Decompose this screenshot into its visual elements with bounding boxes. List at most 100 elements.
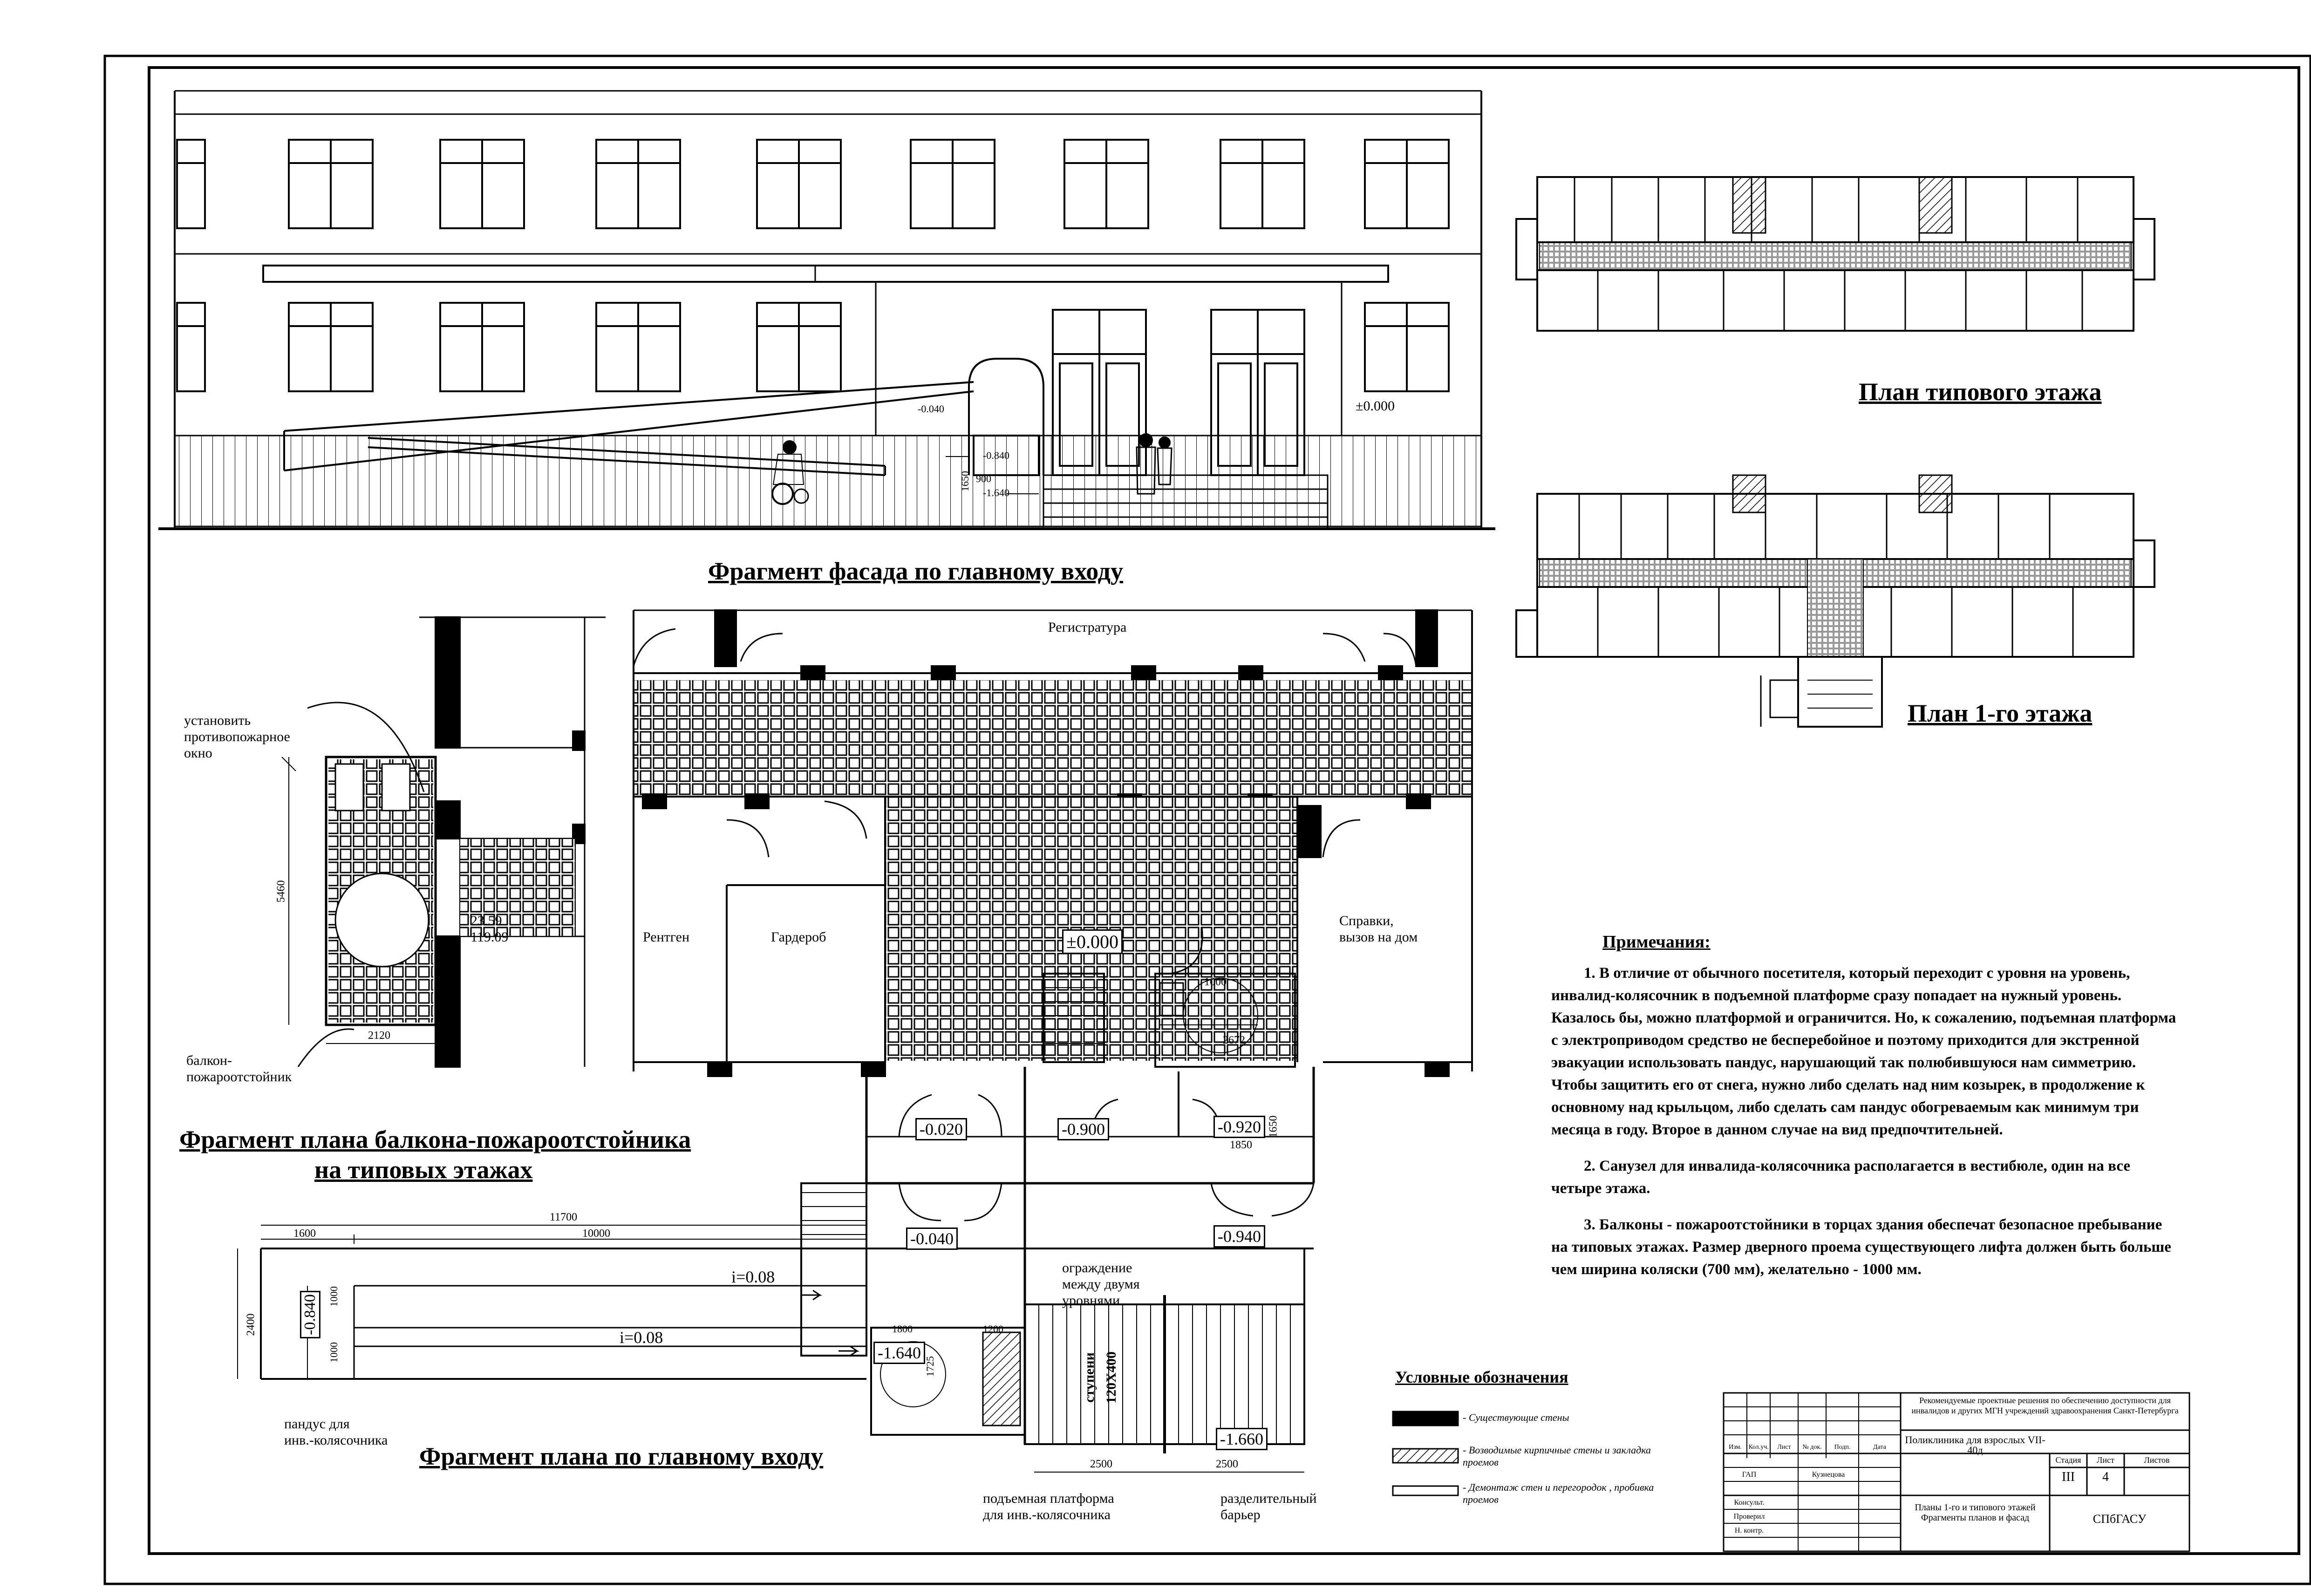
room-info-2: вызов на дом <box>1339 929 1418 945</box>
lift-label-1: подъемная платформа <box>983 1491 1114 1506</box>
mark-m940: -0.940 <box>1213 1225 1265 1248</box>
balcony-label-fire-window-1: установить <box>184 713 251 728</box>
dim-1000a: 1000 <box>328 1286 340 1307</box>
dim-2500a: 2500 <box>1090 1458 1112 1470</box>
tb-gap-name: Кузнецова <box>1812 1471 1845 1479</box>
dim-11700: 11700 <box>550 1211 578 1223</box>
title-facade: Фрагмент фасада по главному входу <box>708 557 1123 585</box>
facade-mark-m1: -0.840 <box>983 450 1009 461</box>
fence-label-1: ограждение <box>1062 1260 1132 1275</box>
tb-col-2: Кол.уч. <box>1748 1444 1769 1451</box>
balcony-dim-5460: 5460 <box>275 880 287 903</box>
facade-mark-d900: 900 <box>976 473 991 484</box>
balcony-label-1: балкон- <box>186 1053 232 1068</box>
balcony-label-fire-window-3: окно <box>184 745 212 761</box>
title-entrance: Фрагмент плана по главному входу <box>419 1442 824 1470</box>
balcony-mark-2: 119.09 <box>470 929 509 945</box>
fence-label-3: уровнями <box>1062 1293 1120 1308</box>
note-3: 3. Балконы - пожароотстойники в торцах з… <box>1551 1216 2171 1278</box>
facade-mark-m2: -1.640 <box>983 487 1009 498</box>
dim-1000b: 1000 <box>328 1342 340 1363</box>
room-xray: Рентген <box>643 929 690 945</box>
tb-sheet-h: Лист <box>2097 1455 2114 1465</box>
tb-project: Поликлиника для взрослых VII-40д <box>1905 1434 2045 1456</box>
first-floor-plan <box>1515 474 2155 728</box>
title-block <box>1723 1392 2190 1552</box>
tb-stage-h: Стадия <box>2055 1455 2081 1465</box>
balcony-label-2: пожароотстойник <box>186 1069 292 1084</box>
facade-mark-d1650: 1650 <box>959 471 971 491</box>
dim-1200: 1200 <box>983 1323 1003 1335</box>
mark-m040: -0.040 <box>906 1228 958 1250</box>
ramp-label-2: инв.-колясочника <box>284 1432 388 1448</box>
tb-col-6: Дата <box>1873 1444 1886 1451</box>
dim-1600: 1600 <box>293 1228 316 1240</box>
legend-item-3: - Демонтаж стен и перегородок , пробивка… <box>1463 1481 1654 1505</box>
balcony-label-fire-window-2: противопожарное <box>184 729 290 744</box>
steps-label-2: 120Х400 <box>1103 1351 1119 1404</box>
tb-role-1: ГАП <box>1742 1471 1757 1479</box>
outer-frame <box>103 55 2311 1585</box>
tb-role-2: Консульт. <box>1734 1499 1765 1507</box>
ramp-label-1: пандус для <box>284 1416 350 1432</box>
mark-m920: -0.920 <box>1213 1116 1265 1138</box>
title-balcony-1: Фрагмент плана балкона-пожароотстойника <box>179 1125 691 1153</box>
dim-1800: 1800 <box>892 1323 913 1335</box>
slope-1: i=0.08 <box>731 1268 775 1286</box>
facade-steps <box>1043 474 1329 530</box>
dim-1725: 1725 <box>924 1356 936 1377</box>
tb-role-3: Проверил <box>1733 1513 1765 1521</box>
dim-1850: 1850 <box>1230 1139 1252 1151</box>
legend-title: Условные обозначения <box>1395 1368 1568 1386</box>
barrier-label-1: разделительный <box>1220 1491 1317 1506</box>
dim-10000: 10000 <box>582 1228 610 1240</box>
steps-label-1: ступени <box>1081 1352 1097 1403</box>
balcony-mark-1: 23.59 <box>470 913 502 928</box>
dim-2672: 2672 <box>1223 1034 1245 1046</box>
facade-drawing <box>158 90 1495 530</box>
dim-1650: 1650 <box>1267 1115 1280 1138</box>
mark-zero: ±0.000 <box>1062 929 1123 954</box>
balcony-plan <box>281 616 606 1068</box>
facade-ramp <box>283 381 974 476</box>
typical-floor-plan <box>1515 176 2155 332</box>
tb-col-5: Подп. <box>1834 1444 1851 1451</box>
dim-2500b: 2500 <box>1216 1458 1238 1470</box>
notes-list: 1. В отличие от обычного посетителя, кот… <box>1551 962 2180 1295</box>
room-cloakroom: Гардероб <box>771 929 826 945</box>
fence-label-2: между двумя <box>1062 1276 1140 1292</box>
mark-m840: -0.840 <box>300 1291 320 1338</box>
legend-item-1: - Существующие стены <box>1463 1412 1569 1423</box>
room-registry: Регистратура <box>1048 620 1127 635</box>
tb-sheet: 4 <box>2102 1470 2109 1484</box>
barrier-label-2: барьер <box>1220 1507 1261 1522</box>
tb-col-4: № док. <box>1802 1444 1822 1451</box>
lift-label-2: для инв.-колясочника <box>983 1507 1111 1522</box>
tb-header: Рекомендуемые проектные решения по обесп… <box>1911 1396 2179 1415</box>
tb-col-3: Лист <box>1777 1444 1791 1451</box>
facade-mark-zero: ±0.000 <box>1356 398 1395 414</box>
room-info-1: Справки, <box>1339 913 1394 928</box>
facade-people <box>771 433 1173 505</box>
legend-symbols <box>1392 1411 1459 1496</box>
legend-item-2: - Возводимые кирпичные стены и закладка … <box>1463 1444 1651 1468</box>
tb-role-4: Н. контр. <box>1734 1527 1764 1535</box>
facade-lift-platform <box>968 358 1044 476</box>
tb-sheets-h: Листов <box>2144 1455 2170 1465</box>
note-2: 2. Санузел для инвалида-колясочника расп… <box>1551 1158 2131 1197</box>
notes-heading: Примечания: <box>1602 932 1711 952</box>
inner-frame <box>148 66 2300 1555</box>
mark-m1660: -1.660 <box>1216 1428 1268 1450</box>
entrance-plan <box>237 609 1473 1473</box>
facade-mark-d040: -0.040 <box>918 403 944 415</box>
slope-2: i=0.08 <box>620 1328 663 1347</box>
tb-stage: III <box>2062 1470 2075 1484</box>
facade-windows-row1 <box>176 139 1450 229</box>
tb-org: СПбГАСУ <box>2093 1512 2147 1526</box>
mark-m900: -0.900 <box>1057 1118 1109 1140</box>
dim-2400: 2400 <box>245 1313 257 1336</box>
tb-col-1: Изм. <box>1729 1444 1742 1451</box>
title-balcony-2: на типовых этажах <box>314 1156 533 1184</box>
facade-windows-row2 <box>176 302 1450 392</box>
title-first-floor: План 1-го этажа <box>1908 699 2093 727</box>
